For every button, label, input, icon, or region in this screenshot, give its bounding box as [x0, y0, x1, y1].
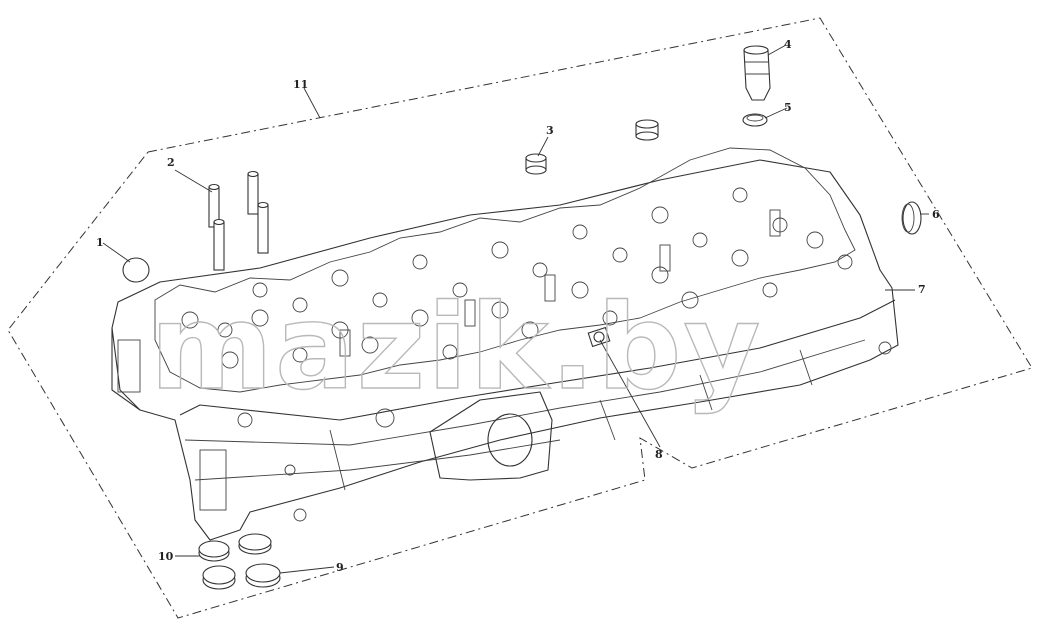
- callout-5: 5: [784, 101, 792, 114]
- part-1-plug: [122, 257, 150, 283]
- callout-6: 6: [932, 208, 940, 221]
- part-6-plug: [901, 201, 922, 235]
- assembly-boundary: [7, 17, 1033, 619]
- callout-9: 9: [336, 561, 344, 574]
- callout-10: 10: [158, 550, 174, 563]
- part-4-injector-sleeve: [743, 45, 771, 101]
- callout-3: 3: [546, 124, 554, 137]
- callout-1: 1: [96, 236, 104, 249]
- callout-11: 11: [293, 78, 308, 91]
- part-10-rings: [198, 540, 236, 590]
- callout-8: 8: [655, 448, 663, 461]
- callout-7: 7: [918, 283, 926, 296]
- callout-4: 4: [784, 38, 792, 51]
- leader-lines: [102, 44, 929, 574]
- part-3-cup-plug: [525, 153, 547, 175]
- part-2-dowel-pins: [208, 170, 269, 271]
- callout-2: 2: [167, 156, 175, 169]
- cup-plug-extra: [635, 119, 659, 141]
- cylinder-head-body: [111, 147, 899, 541]
- part-9-rings: [238, 533, 281, 588]
- watermark: mazik.by: [150, 278, 762, 416]
- part-8-sensor: [587, 326, 611, 348]
- part-5-seal-ring: [742, 113, 768, 127]
